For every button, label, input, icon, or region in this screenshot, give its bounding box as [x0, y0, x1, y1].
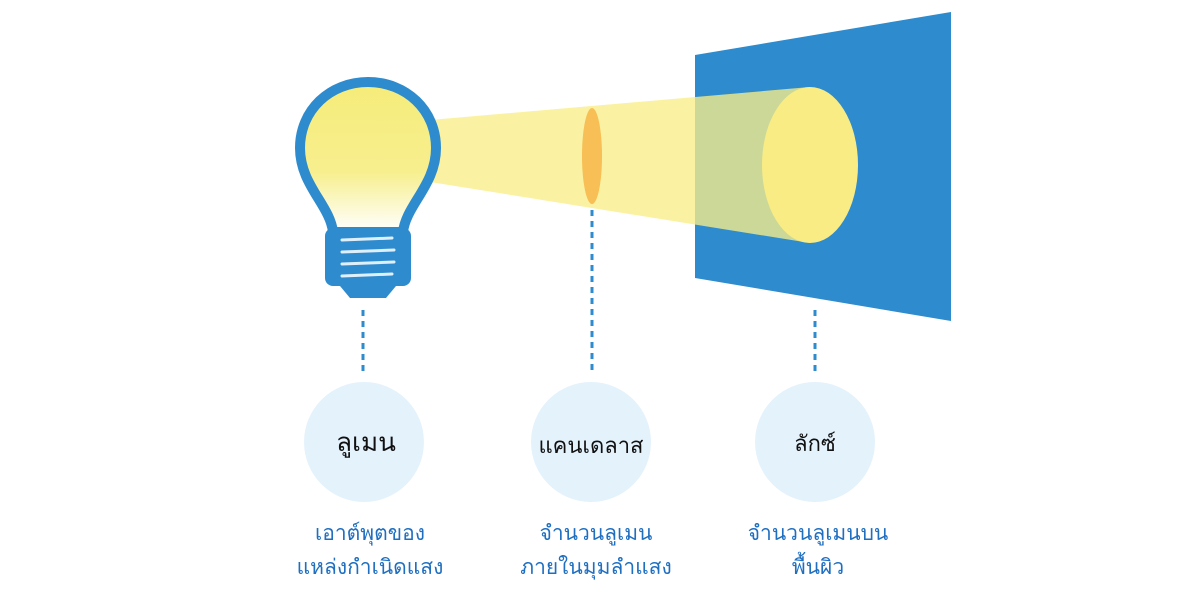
lux-term: ลักซ์ [794, 432, 836, 457]
lumen-circle [304, 382, 424, 502]
lumen-description: เอาต์พุตของ แหล่งกำเนิดแสง [296, 521, 444, 579]
lightbulb-icon [295, 77, 441, 298]
lux-circle [755, 382, 875, 502]
candela-circle [531, 382, 651, 502]
beam-end-spot [762, 87, 858, 243]
beam-cross-section [582, 108, 602, 204]
lux-description: จำนวนลูเมนบน พื้นผิว [747, 521, 889, 579]
candela-description: จำนวนลูเมน ภายในมุมลำแสง [520, 521, 672, 579]
light-beam [430, 87, 810, 243]
connector-lines [361, 210, 817, 374]
candela-term: แคนเดลาส [538, 434, 644, 459]
lumen-term: ลูเมน [336, 428, 396, 458]
